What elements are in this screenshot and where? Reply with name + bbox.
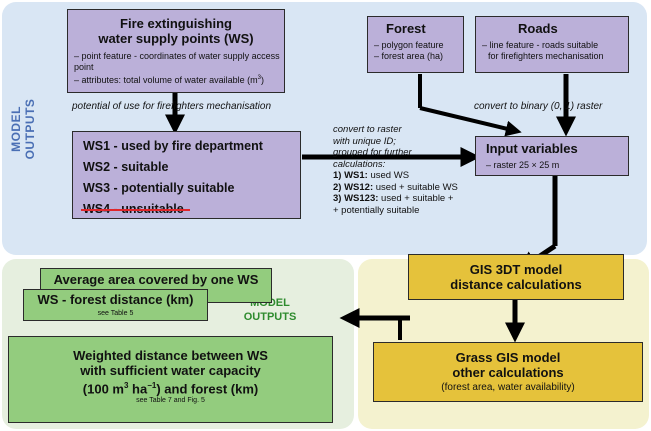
ws-forest-distance-title: WS - forest distance (km) — [37, 292, 194, 307]
forest-line1: – polygon feature — [374, 40, 444, 50]
ws-class-ws2: WS2 - suitable — [83, 160, 169, 174]
ws-points-title: Fire extinguishing water supply points (… — [98, 16, 254, 46]
input-variables-title: Input variables — [486, 141, 578, 156]
ws-class-ws3: WS3 - potentially suitable — [83, 181, 235, 195]
gis3dt-box: GIS 3DT model distance calculations — [408, 254, 624, 300]
roads-title: Roads — [518, 21, 558, 36]
weighted-line2: with sufficient water capacity — [80, 363, 261, 378]
gis3dt-title: GIS 3DT model distance calculations — [450, 262, 582, 292]
weighted-distance-box: Weighted distance between WS with suffic… — [8, 336, 333, 423]
ws-forest-distance-note: see Table 5 — [97, 310, 134, 317]
weighted-line3: (100 m3 ha−1) and forest (km) — [82, 381, 259, 397]
roads-line2: for firefighters mechanisation — [488, 51, 604, 61]
ws-points-line2: – attributes: total volume of water avai… — [74, 75, 264, 85]
arrow-forest-to-input-b — [419, 106, 522, 137]
ws-class-ws1: WS1 - used by fire department — [83, 139, 263, 153]
forest-line2: – forest area (ha) — [374, 51, 444, 61]
annotation-convert-raster: convert to raster with unique ID; groupe… — [333, 124, 458, 216]
ws-class-ws4: WS4 - unsuitable — [81, 202, 190, 217]
strike-line — [81, 209, 190, 211]
roads-box: Roads – line feature - roads suitable fo… — [475, 16, 629, 73]
grass-gis-title: Grass GIS model other calculations — [452, 350, 564, 380]
ws-forest-distance-box: WS - forest distance (km) see Table 5 — [23, 289, 208, 321]
grass-gis-box: Grass GIS model other calculations (fore… — [373, 342, 643, 402]
ws-points-line1: – point feature - coordinates of water s… — [74, 51, 280, 72]
input-variables-line1: – raster 25 × 25 m — [486, 160, 560, 170]
forest-title: Forest — [386, 21, 426, 36]
grass-gis-sub: (forest area, water availability) — [441, 382, 575, 393]
annotation-potential-use: potential of use for firefighters mechan… — [72, 101, 271, 112]
ws-points-box: Fire extinguishing water supply points (… — [67, 9, 285, 93]
weighted-line1: Weighted distance between WS — [73, 348, 268, 363]
weighted-note: see Table 7 and Fig. 5 — [136, 397, 205, 405]
annotation-convert-binary: convert to binary (0, 1) raster — [474, 101, 603, 112]
roads-line1: – line feature - roads suitable — [482, 40, 599, 50]
input-variables-box: Input variables – raster 25 × 25 m — [475, 136, 629, 176]
forest-box: Forest – polygon feature – forest area (… — [367, 16, 464, 73]
ws-classes-box: WS1 - used by fire department WS2 - suit… — [72, 131, 301, 219]
